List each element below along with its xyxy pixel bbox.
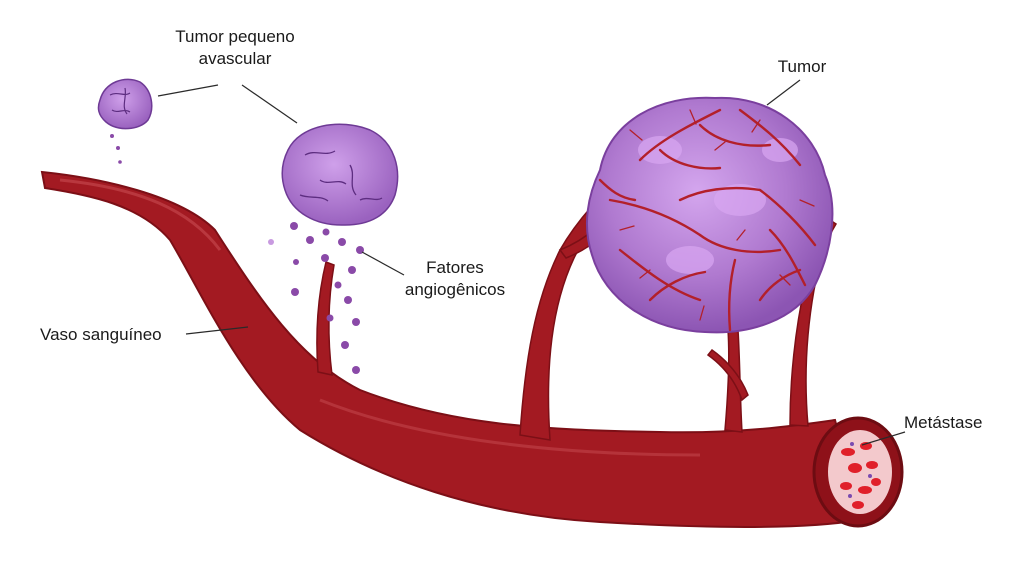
angiogenic-factor-dots (268, 222, 364, 374)
label-small-tumor-line2: avascular (199, 49, 272, 68)
blood-cells (840, 442, 881, 509)
label-factors-line1: Fatores (426, 258, 484, 277)
label-tumor: Tumor (778, 57, 827, 76)
vessel-opening (812, 416, 904, 528)
large-tumor (586, 96, 834, 334)
small-avascular-tumor (97, 78, 153, 164)
medium-avascular-tumor (281, 123, 399, 226)
leader-lines (157, 79, 906, 446)
label-vessel: Vaso sanguíneo (40, 325, 162, 344)
label-small-tumor-line1: Tumor pequeno (175, 27, 294, 46)
label-factors-line2: angiogênicos (405, 280, 505, 299)
label-metastasis: Metástase (904, 413, 982, 432)
